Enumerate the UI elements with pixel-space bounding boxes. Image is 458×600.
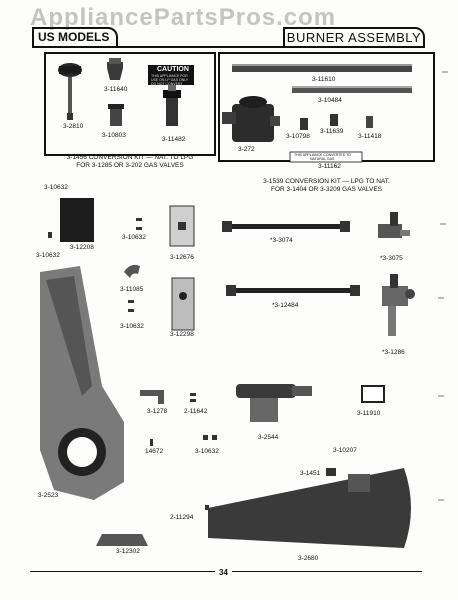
part-label: 14672: [145, 448, 164, 455]
lpg-kit-caption-1: 3-1456 CONVERSION KIT — NAT. TO LPG: [66, 154, 194, 161]
part-label: 3-11085: [120, 286, 144, 293]
part-label: 3-10484: [318, 97, 342, 104]
regulator-272-icon: [222, 96, 280, 142]
part-label: 3-10798: [286, 133, 310, 140]
bracket-12676-icon: [169, 205, 195, 247]
tube-11610-icon: [232, 64, 412, 72]
nat-kit-caption-1: 3-1539 CONVERSION KIT — LPG TO NAT.: [263, 178, 390, 185]
tube-12484-icon: [226, 285, 360, 296]
orifice-11482-icon: [163, 84, 181, 126]
knob-2810-icon: [58, 63, 82, 120]
part-label: 3-2523: [38, 492, 59, 499]
part-label: 3-11910: [357, 410, 381, 417]
screw-1451-icon: [326, 468, 336, 476]
tube-3074-icon: [222, 221, 350, 232]
part-label: *3-3074: [270, 237, 293, 244]
part-label: 3-11639: [320, 128, 344, 135]
part-label: 3-12302: [116, 548, 140, 555]
part-label: 3-10632: [36, 252, 60, 259]
part-label: 3-11418: [358, 133, 382, 140]
part-label: 2-11294: [170, 514, 194, 521]
part-label: 3-11162: [318, 163, 341, 170]
part-label: 3-10207: [333, 447, 357, 454]
lpg-kit-caption-2: FOR 3-1285 OR 3-202 GAS VALVES: [76, 162, 184, 169]
caution-line-2: USE ON LP GAS ONLY: [151, 78, 189, 82]
part-label: 3-1451: [300, 470, 321, 477]
nat-tag-line-1: THIS APPLIANCE CONVERTED TO: [294, 153, 351, 157]
part-label: 3-10632: [122, 234, 146, 241]
burner-2523-icon: [40, 266, 124, 500]
valve-1286-icon: [382, 274, 415, 336]
part-label: 3-12676: [170, 254, 194, 261]
cap-11640-icon: [107, 58, 123, 80]
nat-tag-line-2: NATURAL GAS: [310, 157, 335, 161]
page-number: 34: [215, 568, 232, 577]
bracket-1278-icon: [140, 390, 164, 404]
part-label: 3-1278: [147, 408, 168, 415]
part-label: 3-12208: [70, 244, 94, 251]
tube-10484-icon: [292, 86, 412, 93]
part-label: 3-2544: [258, 434, 279, 441]
part-label: 3-10632: [195, 448, 219, 455]
part-label: 3-11640: [104, 86, 128, 93]
part-label: 3-10803: [102, 132, 126, 139]
part-label: 3-272: [238, 146, 255, 153]
part-label: 3-12298: [170, 331, 194, 338]
spreader-12302-icon: [96, 534, 148, 546]
part-label: 3-11482: [162, 136, 186, 143]
caution-line-3: DO NOT CONVERT: [151, 82, 183, 86]
part-label: 3-11610: [312, 76, 336, 83]
lpg-kit-box: [44, 52, 216, 156]
caution-label-icon: [148, 65, 194, 85]
caution-line-1: THIS APPLIANCE FOR: [151, 74, 188, 78]
nat-kit-caption-2: FOR 3-1404 OR 3-3209 GAS VALVES: [270, 186, 383, 193]
clip-11642-icon: [190, 393, 196, 402]
part-label: *3-1286: [382, 349, 405, 356]
nat-tag-icon: [289, 151, 363, 163]
fittings-kit-icon: [300, 114, 373, 130]
fitting-10803-icon: [108, 104, 124, 126]
valve-3075-icon: [378, 212, 410, 238]
bracket-12298-icon: [171, 277, 195, 331]
part-label: 3-10632: [120, 323, 144, 330]
part-label: *3-12484: [272, 302, 299, 309]
part-label: 2-11642: [184, 408, 208, 415]
part-label: 3-10632: [44, 184, 68, 191]
header-rule: [32, 46, 424, 48]
caution-title: CAUTION: [157, 66, 189, 73]
clamp-11910-icon: [361, 385, 385, 403]
part-label: 3-2810: [63, 123, 84, 130]
part-label: *3-3075: [380, 255, 403, 262]
igniter-2544-icon: [236, 384, 312, 422]
burner-2680-icon: [208, 468, 411, 548]
watermark: AppliancePartsPros.com: [30, 4, 337, 31]
elbow-11085-icon: [124, 264, 140, 278]
part-label: 3-2680: [298, 555, 319, 562]
plate-12208-icon: [60, 198, 94, 242]
